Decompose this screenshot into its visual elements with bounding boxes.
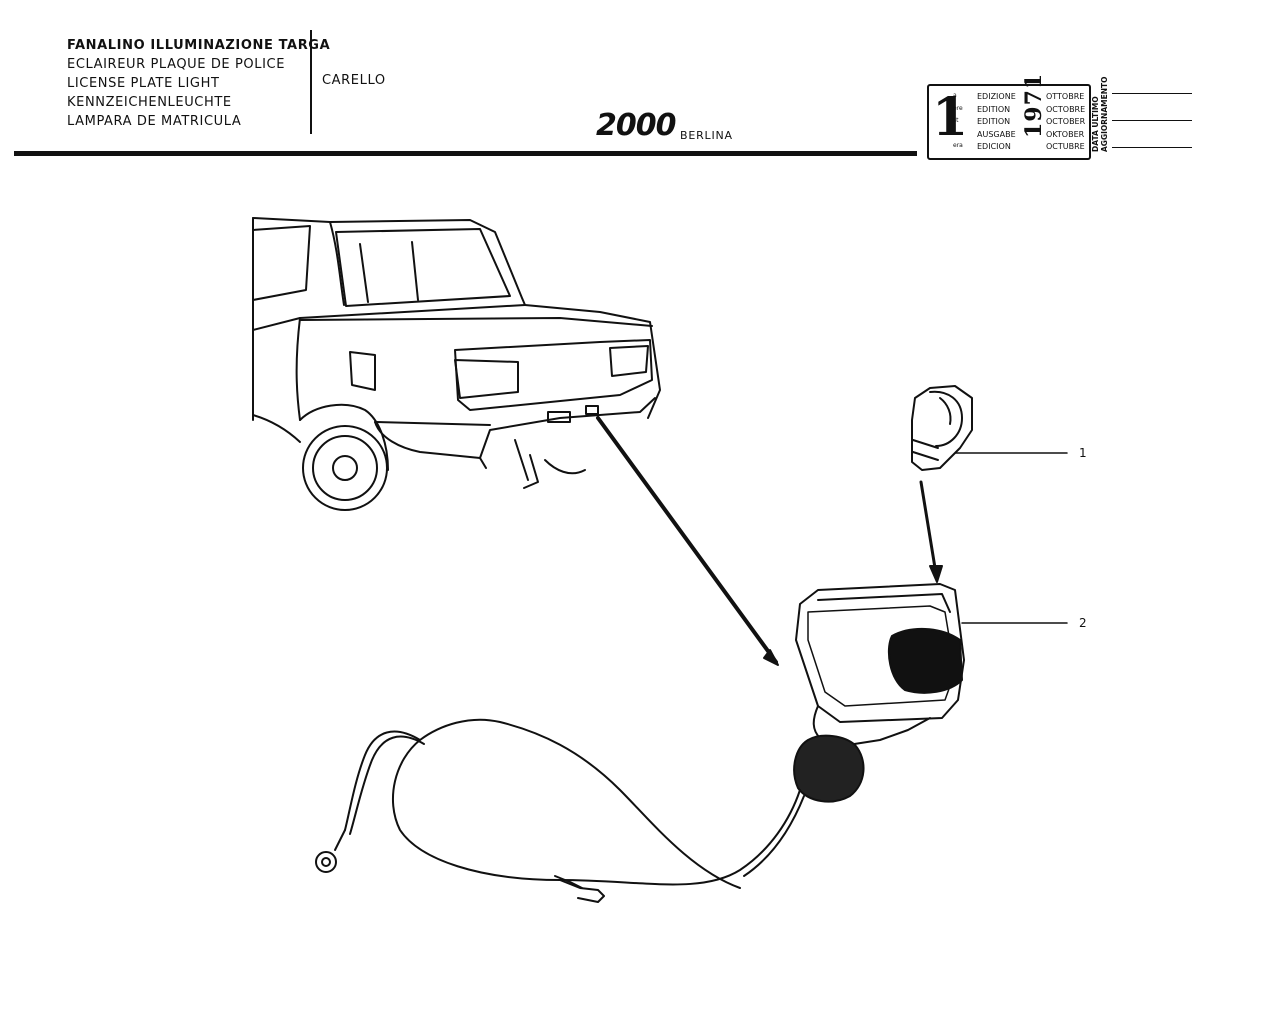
header-rule — [14, 151, 917, 156]
edition-suffix: ère — [953, 105, 963, 112]
title-spanish: LAMPARA DE MATRICULA — [67, 114, 242, 129]
callout-1: 1 — [1079, 446, 1087, 460]
edition-suffix: era — [953, 142, 963, 149]
update-line — [1112, 120, 1192, 121]
title-block: FANALINO ILLUMINAZIONE TARGA ECLAIREUR P… — [67, 36, 330, 131]
edition-label: EDICION — [977, 142, 1011, 151]
car-rear-illustration — [252, 217, 661, 511]
wiring-harness-illustration — [315, 718, 805, 903]
update-line — [1112, 93, 1192, 94]
edition-labels: EDIZIONE EDITION EDITION AUSGABE EDICION — [977, 91, 1016, 154]
edition-month: OCTUBRE — [1046, 142, 1085, 151]
callout-2: 2 — [1079, 616, 1087, 630]
bulb-illustration — [911, 385, 973, 471]
edition-label: EDIZIONE — [977, 92, 1016, 101]
update-line — [1112, 147, 1192, 148]
title-english: LICENSE PLATE LIGHT — [67, 76, 220, 91]
edition-months: OTTOBRE OCTOBRE OCTOBER OKTOBER OCTUBRE — [1046, 91, 1085, 154]
edition-month: OKTOBER — [1046, 129, 1085, 139]
title-german: KENNZEICHENLEUCHTE — [67, 95, 232, 110]
edition-label: EDITION — [977, 117, 1011, 126]
edition-month: OCTOBER — [1046, 117, 1086, 126]
edition-suffix: st — [953, 117, 959, 124]
edition-label: EDITION — [977, 104, 1011, 114]
model-name: BERLINA — [680, 129, 733, 142]
title-italian: FANALINO ILLUMINAZIONE TARGA — [67, 38, 331, 53]
edition-month: OTTOBRE — [1046, 92, 1085, 101]
title-french: ECLAIREUR PLAQUE DE POLICE — [67, 57, 286, 72]
model-logo: 2000 — [596, 108, 676, 143]
edition-number: 1 — [932, 87, 969, 148]
edition-suffix: . — [953, 130, 955, 137]
header-divider — [310, 30, 312, 134]
edition-label: AUSGABE — [977, 129, 1016, 139]
edition-box: 1 a ère st . era EDIZIONE EDITION EDITIO… — [927, 73, 1091, 160]
manufacturer: CARELLO — [322, 73, 386, 88]
lamp-housing-illustration — [793, 583, 965, 803]
edition-month: OCTOBRE — [1046, 104, 1086, 114]
edition-suffix: a — [953, 92, 957, 99]
